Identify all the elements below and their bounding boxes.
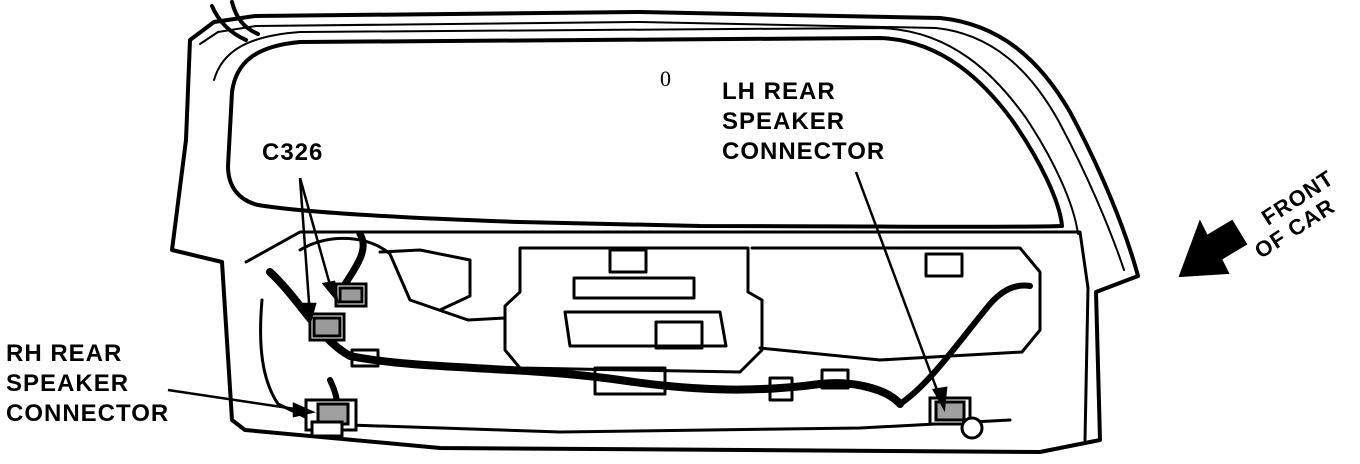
lh-label-line: LH REAR — [722, 78, 836, 105]
lh-label-line: SPEAKER — [722, 108, 846, 135]
c326-label: C326 — [262, 139, 324, 166]
window-marker-label: 0 — [660, 66, 671, 91]
rh-arrowhead — [292, 402, 316, 418]
c326-arrowhead — [321, 280, 340, 305]
wiring-harness-branch — [897, 282, 1033, 407]
hinge-cable — [210, 4, 248, 42]
rh-speaker-connector — [304, 398, 358, 438]
lh-label-line: CONNECTOR — [722, 138, 886, 165]
hinge-cable — [230, 0, 260, 36]
lh-rear-speaker-connector-label: LH REAR SPEAKER CONNECTOR — [722, 80, 885, 170]
right-inner-panel — [750, 246, 1042, 362]
center-latch-panel — [503, 246, 764, 374]
harness-clip — [820, 368, 850, 390]
c326-leader-line — [298, 177, 334, 293]
harness-clip — [350, 348, 380, 368]
rh-label-line: SPEAKER — [6, 370, 130, 397]
lh-arrowhead — [932, 386, 948, 413]
latch-lower-slot — [593, 366, 667, 396]
rh-label-line: CONNECTOR — [6, 400, 170, 427]
c326-arrowhead — [302, 302, 317, 327]
inner-trim-panel — [244, 230, 1090, 442]
c326-leader-line — [298, 177, 312, 317]
right-bracket — [924, 252, 964, 278]
rh-leader-line — [167, 388, 303, 412]
window-seal — [213, 27, 1079, 235]
lh-leader-line — [854, 171, 942, 399]
latch-lower-block — [563, 310, 728, 348]
rh-rear-speaker-connector-label: RH REAR SPEAKER CONNECTOR — [6, 342, 169, 432]
latch-bracket — [608, 248, 648, 274]
latch-slot — [572, 276, 696, 300]
lh-speaker-connector — [928, 396, 984, 440]
inner-trim-lower-edge — [259, 298, 1012, 434]
wiring-harness — [266, 268, 904, 408]
liftgate-outer-panel — [170, 10, 1140, 454]
left-inner-rib — [378, 248, 472, 312]
liftgate-outer-panel-inner-edge — [199, 21, 1125, 271]
window-opening — [226, 36, 1064, 229]
front-of-car-arrow-icon — [1178, 219, 1248, 278]
c326-connector — [308, 282, 368, 342]
harness-clip — [654, 320, 704, 350]
harness-clip — [768, 376, 794, 402]
rh-label-line: RH REAR — [6, 340, 123, 367]
